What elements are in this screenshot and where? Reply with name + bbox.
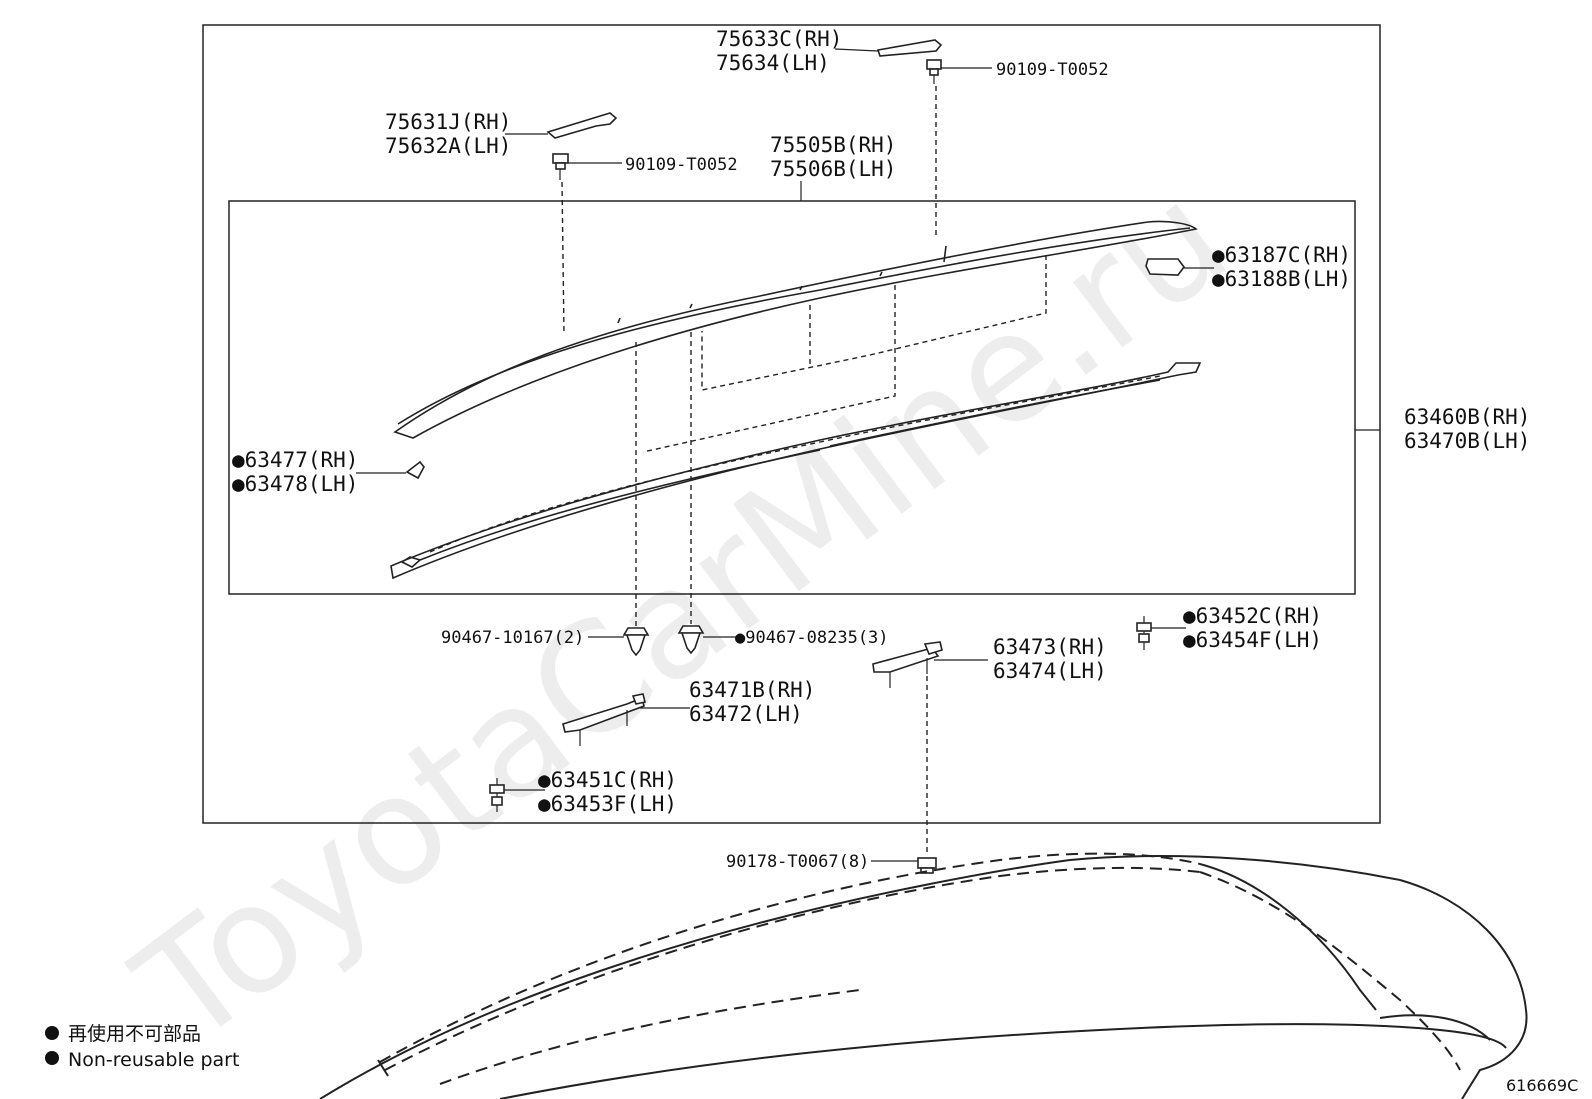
label-63470-lh: 63470B(LH) [1404,429,1530,453]
label-90109-mid: 90109-T0052 [625,155,738,175]
label-90467-a: 90467-10167(2) [441,628,584,648]
label-90109-top: 90109-T0052 [996,60,1109,80]
legend-en: Non-reusable part [68,1049,239,1071]
rail-end-cover-rear [546,112,618,139]
label-63453-lh: ●63453F(LH) [538,792,677,816]
legend: 再使用不可部品 Non-reusable part [45,1023,239,1071]
rail-end-cap-front [1145,258,1185,276]
rail-end-cap-rear [405,460,425,480]
label-75631-rh: 75631J(RH) [385,110,511,134]
clip-icon [622,627,650,657]
legend-jp: 再使用不可部品 [68,1023,201,1045]
stud-icon [1136,616,1152,650]
label-63474-lh: 63474(LH) [993,659,1107,683]
label-63187-rh: ●63187C(RH) [1212,243,1351,267]
label-90178: 90178-T0067(8) [726,852,869,872]
label-63452-rh: ●63452C(RH) [1183,604,1322,628]
roof-rail-assembly-frame [228,200,1356,595]
bracket-icon [872,641,943,688]
label-63478-lh: ●63478(LH) [232,472,358,496]
bracket-icon [562,693,646,746]
label-63460-rh: 63460B(RH) [1404,405,1530,429]
roof-rail [393,220,1198,439]
stud-icon [489,778,505,812]
label-63454-lh: ●63454F(LH) [1183,628,1322,652]
bolt-icon [552,153,569,180]
roof-rail-base [390,362,1202,580]
assembly-lines [635,255,1047,626]
nut-icon [917,857,937,874]
legend-dot-icon [45,1026,59,1040]
label-63472-lh: 63472(LH) [689,702,803,726]
watermark: ToyotaCarMine.ru [106,151,1258,1079]
label-63451-rh: ●63451C(RH) [538,768,677,792]
assembly-line [561,181,565,336]
clip-icon [677,625,705,655]
label-75632-lh: 75632A(LH) [385,134,511,158]
leader-75633 [834,48,879,52]
label-75506-lh: 75506B(LH) [770,157,896,181]
vehicle-roof-outline [319,852,1528,1099]
outer-group-frame [202,24,1381,824]
label-63477-rh: ●63477(RH) [232,448,358,472]
label-63473-rh: 63473(RH) [993,635,1107,659]
diagram-id: 616669C [1506,1076,1578,1095]
label-75633-rh: 75633C(RH) [716,27,842,51]
bolt-icon [926,59,942,84]
rail-end-cover-front [876,39,943,57]
label-75634-lh: 75634(LH) [716,51,830,75]
label-63188-lh: ●63188B(LH) [1212,267,1351,291]
label-90467-b: ●90467-08235(3) [735,628,889,648]
label-75505-rh: 75505B(RH) [770,133,896,157]
label-63471-rh: 63471B(RH) [689,678,815,702]
legend-dot-icon [45,1051,59,1065]
